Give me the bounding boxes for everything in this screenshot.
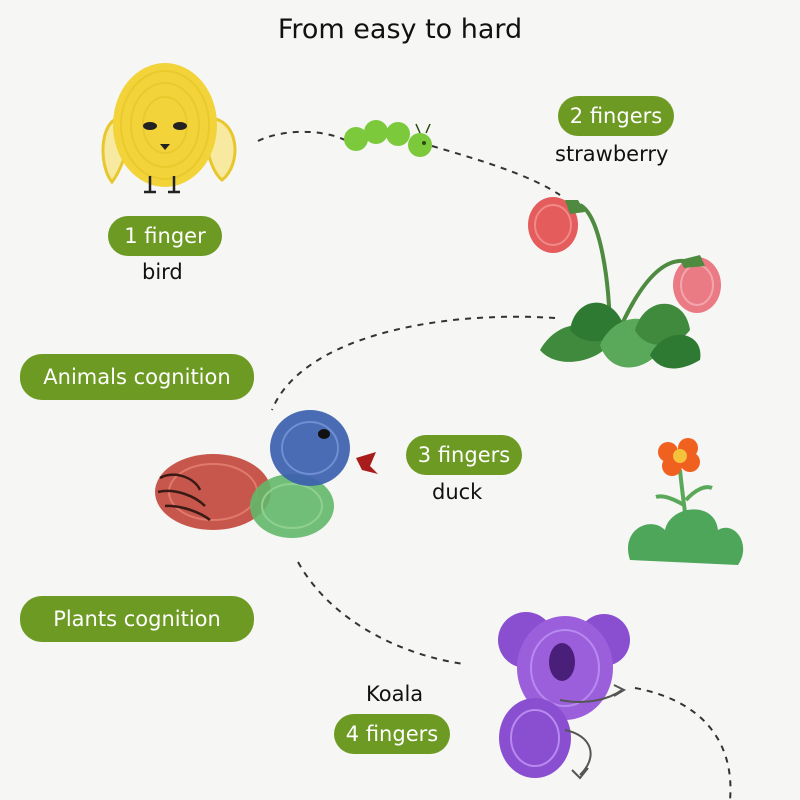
animals-cognition-badge: Animals cognition	[20, 354, 254, 400]
stage-4-name: Koala	[366, 682, 424, 706]
stage-3-count-badge: 3 fingers	[406, 435, 522, 475]
duck-illustration	[155, 410, 378, 538]
bird-illustration	[101, 63, 237, 194]
stage-4-count-badge: 4 fingers	[334, 714, 450, 754]
stage-2-count-badge: 2 fingers	[558, 96, 674, 136]
flower-illustration	[628, 438, 744, 565]
stage-3-name: duck	[432, 480, 483, 504]
strawberry-illustration	[528, 197, 721, 369]
dashed-path	[257, 130, 732, 800]
stage-1-count-badge: 1 finger	[108, 216, 222, 256]
stage-1-name: bird	[142, 260, 183, 284]
plants-cognition-badge: Plants cognition	[20, 596, 254, 642]
stage-2-name: strawberry	[555, 142, 669, 166]
caterpillar-illustration	[344, 120, 432, 157]
page-title: From easy to hard	[277, 14, 523, 45]
koala-illustration	[498, 612, 630, 780]
